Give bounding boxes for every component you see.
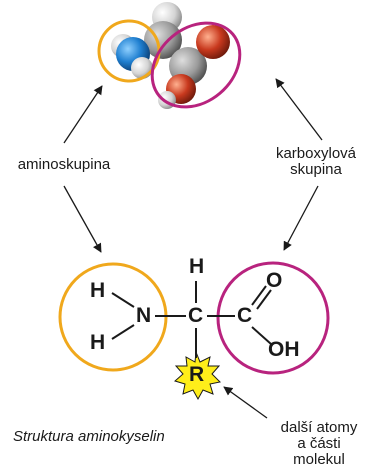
- arrow-r-group: [223, 386, 268, 419]
- label-aminoskupina: aminoskupina: [17, 156, 111, 173]
- label-karboxylova-skupina: karboxylová skupina: [246, 146, 386, 178]
- atom-c-center: C: [188, 304, 204, 327]
- arrow-amino-down: [63, 185, 102, 253]
- atom-h-left-top: H: [90, 279, 106, 302]
- atom-r: R: [189, 363, 205, 386]
- r-group-star: [173, 351, 222, 401]
- arrow-carboxyl-up: [275, 78, 323, 141]
- hydrogen-atom-ball: [131, 57, 153, 79]
- chemical-bonds: [111, 281, 272, 358]
- atom-oh: OH: [268, 338, 300, 361]
- atom-h-left-bottom: H: [90, 331, 106, 354]
- carbon-atom-ball: [144, 21, 182, 59]
- atom-n: N: [136, 304, 152, 327]
- label-karboxylova-line2: skupina: [290, 161, 342, 178]
- label-karboxylova-line1: karboxylová: [275, 145, 357, 162]
- molecule-model: [111, 2, 230, 109]
- carboxyl-group-ring: [216, 261, 330, 375]
- label-dalsi-line1: další atomy: [280, 419, 358, 436]
- arrow-amino-up: [63, 85, 103, 144]
- carboxyl-group-ring-model: [150, 21, 242, 109]
- label-dalsi-line2: a části: [297, 435, 341, 452]
- label-dalsi-line3: molekul: [293, 451, 345, 468]
- atom-o: O: [266, 269, 283, 292]
- label-dalsi-atomy: další atomy a části molekul: [262, 420, 376, 468]
- diagram-caption: Struktura aminokyselin: [13, 428, 165, 445]
- pointer-arrows: [63, 78, 323, 419]
- atom-c-carboxyl: C: [237, 304, 253, 327]
- oxygen-atom-ball: [196, 25, 230, 59]
- atom-h-top: H: [189, 255, 205, 278]
- arrow-carboxyl-down: [283, 185, 319, 251]
